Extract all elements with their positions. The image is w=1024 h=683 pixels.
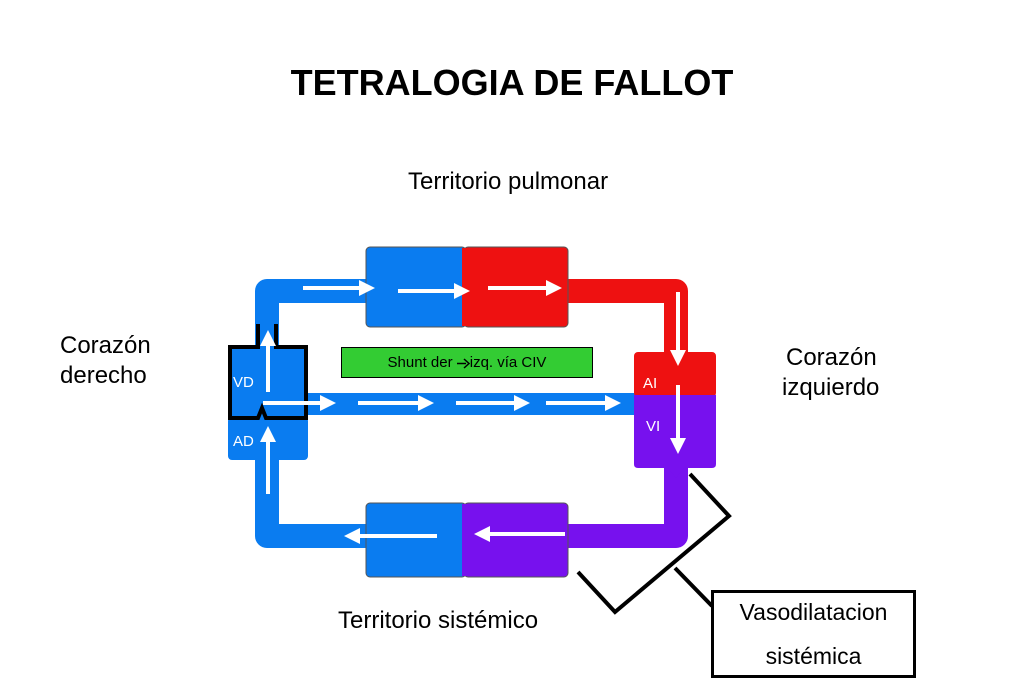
left-heart-label-line1: Corazón bbox=[786, 344, 877, 371]
left-ventricle bbox=[634, 395, 716, 478]
right-heart-label-line2: derecho bbox=[60, 362, 147, 389]
shunt-label-suffix: izq. vía CIV bbox=[469, 354, 547, 371]
left-ventricle-label: VI bbox=[646, 418, 661, 435]
vasodilation-line2: sistémica bbox=[765, 643, 862, 669]
aorta-pipe bbox=[566, 466, 688, 548]
left-atrium bbox=[634, 352, 716, 397]
vasodilation-connector bbox=[673, 566, 714, 608]
pulmonary-artery-pipe bbox=[255, 279, 372, 352]
vasodilation-box: Vasodilatacion sistémica bbox=[711, 590, 916, 678]
right-ventricle-label: VD bbox=[233, 374, 254, 391]
shunt-label-box: Shunt der izq. vía CIV bbox=[341, 347, 593, 378]
vasodilation-line1: Vasodilatacion bbox=[739, 599, 888, 625]
shunt-label-prefix: Shunt der bbox=[387, 354, 457, 371]
pulmonary-bed-venous bbox=[365, 246, 467, 328]
vena-cava-pipe bbox=[255, 458, 372, 548]
pulmonary-territory-label: Territorio pulmonar bbox=[408, 168, 609, 195]
systemic-bed-venous bbox=[365, 502, 467, 578]
right-heart-label-line1: Corazón bbox=[60, 332, 151, 359]
left-heart-label-line2: izquierdo bbox=[782, 374, 880, 401]
systemic-territory-label: Territorio sistémico bbox=[338, 607, 539, 634]
vasodilation-brace bbox=[576, 472, 732, 615]
systemic-bed-mixed bbox=[463, 502, 569, 578]
right-arrow-icon bbox=[456, 357, 470, 369]
right-heart-outline bbox=[228, 324, 308, 420]
right-atrium-label: AD bbox=[233, 433, 254, 450]
left-atrium-label: AI bbox=[643, 375, 658, 392]
page-title: TETRALOGIA DE FALLOT bbox=[290, 62, 734, 103]
